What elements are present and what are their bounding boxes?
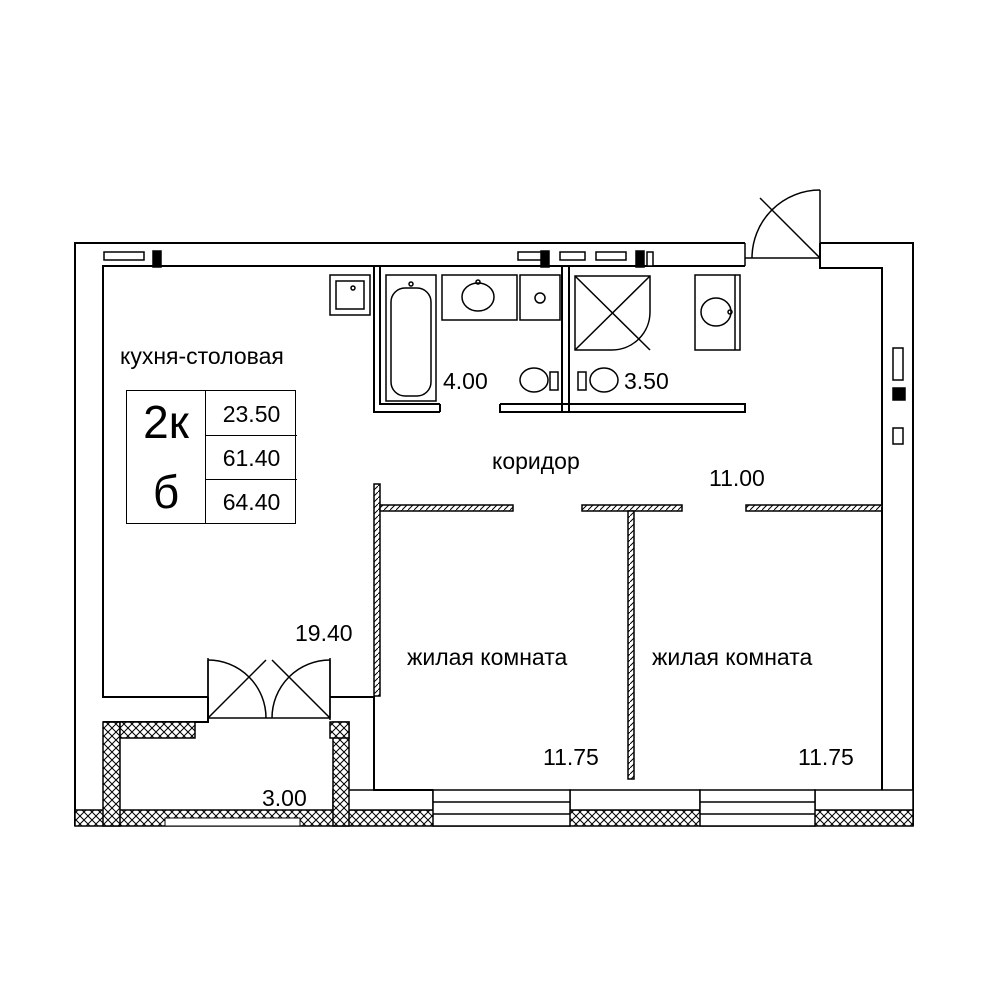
corridor-label: коридор <box>492 448 580 474</box>
balcony-area: 3.00 <box>262 785 307 811</box>
kitchen-label: кухня-столовая <box>120 343 284 369</box>
kitchen-area: 19.40 <box>295 620 353 646</box>
kitchen-sink <box>329 274 371 316</box>
bedroom-left-label: жилая комната <box>407 644 568 670</box>
top-wall-windows <box>103 250 654 268</box>
bedroom-left-area: 11.75 <box>543 744 599 770</box>
bathroom-area: 4.00 <box>443 368 488 394</box>
apartment-badge: 2к б 23.50 61.40 64.40 <box>126 390 297 524</box>
bathroom-toilet <box>519 367 559 393</box>
total-area-with-balcony: 64.40 <box>222 489 281 515</box>
bedroom-left-window <box>432 789 571 827</box>
bathtub <box>385 274 437 402</box>
interior-partitions <box>373 483 883 780</box>
toilet-area: 3.50 <box>624 368 669 394</box>
balcony <box>102 696 375 827</box>
total-area: 61.40 <box>206 436 297 480</box>
bedroom-right-label: жилая комната <box>652 644 813 670</box>
balcony-door <box>207 658 331 720</box>
right-wall-windows <box>892 347 906 445</box>
section-code: б <box>152 466 180 518</box>
rooms-code: 2к <box>143 396 189 448</box>
bedroom-right-window <box>699 789 816 827</box>
badge-divider <box>205 391 206 523</box>
toilet-room-toilet <box>577 367 619 393</box>
shower <box>574 275 651 351</box>
exterior-wall <box>74 242 914 826</box>
entrance-door <box>744 189 821 266</box>
bathroom-sink <box>441 274 518 321</box>
washing-machine <box>519 274 561 321</box>
corridor-sink <box>694 274 741 351</box>
bedroom-right-area: 11.75 <box>798 744 854 770</box>
bedroom-walls <box>373 507 883 791</box>
bathroom-walls <box>373 266 746 413</box>
living-area: 23.50 <box>206 392 297 436</box>
corridor-area: 11.00 <box>709 465 765 491</box>
